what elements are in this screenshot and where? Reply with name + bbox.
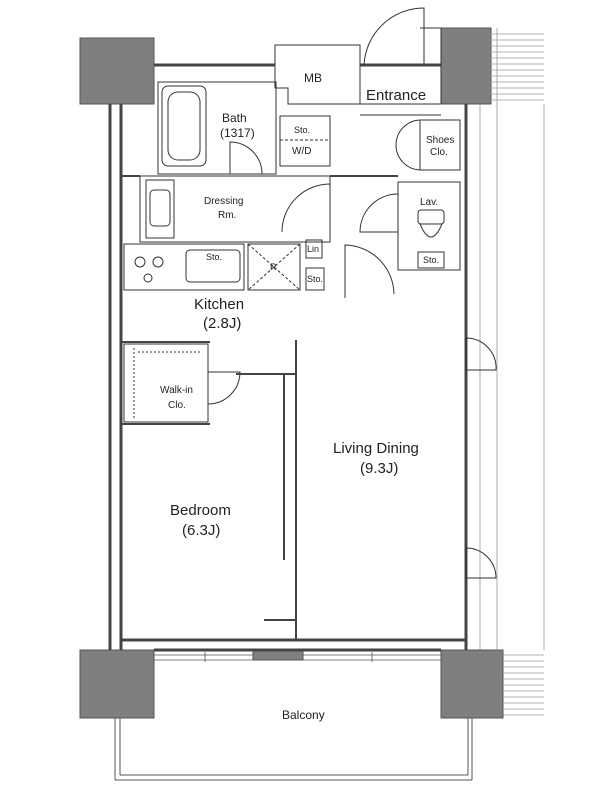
label-kitchen-size: (2.8J) (203, 315, 242, 332)
linen-closet (305, 239, 323, 259)
sink (185, 249, 241, 283)
burner-1 (134, 256, 146, 268)
label-dressing-1: Dressing (204, 196, 244, 207)
label-shoes-2: Clo. (430, 147, 448, 158)
hall-door (344, 244, 395, 298)
label-kitchen: Kitchen (194, 296, 245, 313)
exterior-walls (108, 63, 468, 652)
bottom-windows (154, 652, 441, 662)
kitchen-counter (123, 243, 245, 291)
entrance-door (363, 7, 425, 66)
balcony-railing (114, 718, 473, 781)
bathtub (161, 85, 207, 167)
label-bath-size: (1317) (220, 126, 255, 140)
sto-lav (417, 251, 445, 269)
fridge (247, 243, 301, 291)
label-bedroom-size: (6.3J) (182, 522, 221, 539)
label-sto-kitchen: Sto. (206, 252, 223, 262)
column-bottom-left (79, 649, 155, 719)
bath-room (157, 81, 277, 175)
shoes-door (395, 119, 421, 171)
column-top-right (440, 27, 492, 105)
lav-door (359, 193, 399, 233)
label-sto-top: Sto. (294, 125, 311, 135)
walkin-closet (123, 343, 209, 423)
shoes-closet (419, 119, 461, 171)
label-mb: MB (304, 71, 322, 85)
label-wd: W/D (292, 146, 312, 157)
label-walkin-1: Walk-in (160, 385, 193, 396)
mb-walls (274, 44, 361, 105)
bath-door (229, 141, 263, 175)
walkin-door (207, 371, 241, 405)
toilet-bowl (419, 223, 443, 238)
label-walkin-2: Clo. (168, 400, 186, 411)
label-living: Living Dining (333, 440, 419, 457)
label-bath: Bath (222, 111, 247, 125)
dressing-door (281, 183, 331, 236)
label-sto-mid: Sto. (307, 274, 324, 284)
label-living-size: (9.3J) (360, 460, 399, 477)
label-bedroom: Bedroom (170, 502, 231, 519)
burner-3 (143, 273, 153, 283)
burner-2 (152, 256, 164, 268)
entrance-wall (360, 27, 442, 105)
washbasin-bowl (149, 189, 171, 227)
sto-mid (305, 267, 325, 291)
interior-walls (121, 175, 398, 640)
living-window-door-1 (465, 337, 497, 371)
dressing-room (139, 175, 331, 243)
label-shoes-1: Shoes (426, 135, 455, 146)
toilet-tank (417, 209, 445, 225)
storage-top (279, 115, 331, 167)
label-sto-lav: Sto. (423, 255, 440, 265)
label-lav: Lav. (420, 197, 439, 208)
label-entrance: Entrance (366, 87, 427, 104)
washbasin (145, 179, 175, 239)
column-top-left (79, 37, 155, 105)
column-bottom-right (440, 649, 504, 719)
living-window-door-2 (465, 547, 497, 579)
label-lin: Lin (307, 244, 320, 254)
label-balcony: Balcony (282, 708, 325, 722)
label-dressing-2: Rm. (218, 210, 237, 221)
label-r: R (270, 262, 277, 272)
bathtub-inner (167, 91, 201, 161)
side-louver (479, 28, 545, 716)
lav-room (397, 181, 461, 271)
